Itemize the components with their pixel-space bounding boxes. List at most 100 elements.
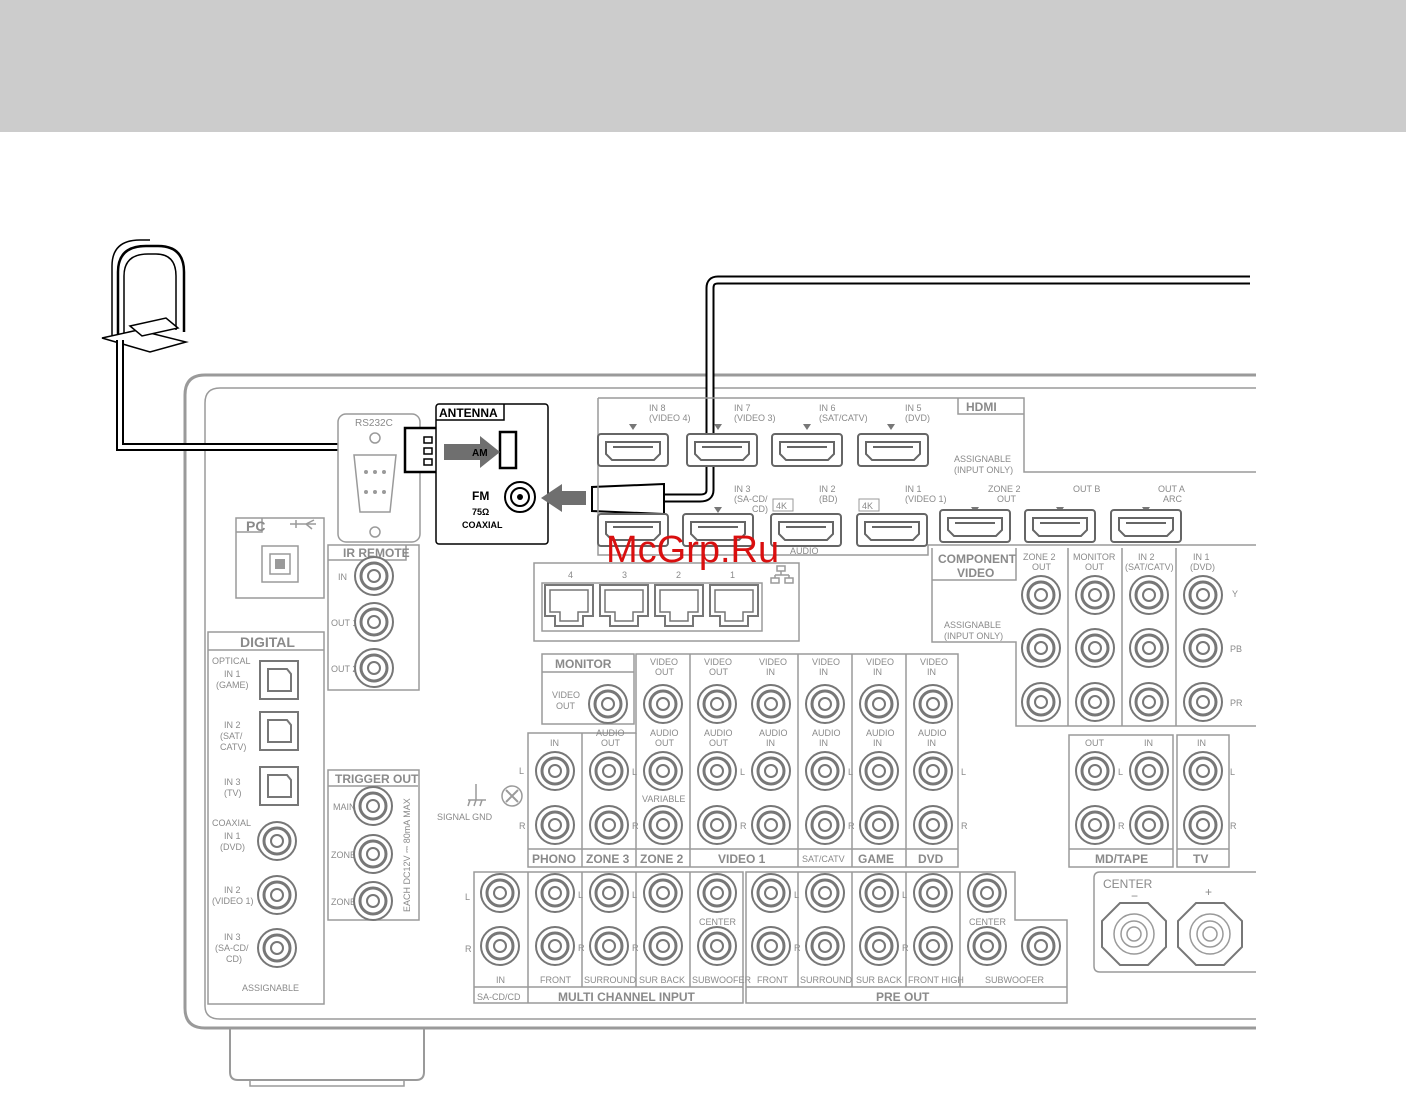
opt-in3-line1: IN 3 (224, 777, 241, 787)
comp-monitor-pb (1074, 627, 1116, 669)
comp-zone2out-line1: ZONE 2 (1023, 552, 1056, 562)
mci-front-r: R (578, 943, 585, 953)
lan-port-4 (544, 584, 594, 627)
hdmi-assignable-line1: ASSIGNABLE (954, 454, 1011, 464)
hdmi-in2-line1: IN 2 (819, 484, 836, 494)
mci-surround-l: L (632, 890, 637, 900)
video1-aout-line1: AUDIO (704, 728, 733, 738)
hdmi-in3-line3: CD) (752, 504, 768, 514)
speaker-terminal-section: CENTER − + (1093, 871, 1256, 973)
phono-l-jack (534, 750, 576, 792)
hdmi-in8-line1: IN 8 (649, 403, 666, 413)
video1-video-out-jack (696, 683, 738, 725)
hdmi-zone2out-line2: OUT (997, 494, 1017, 504)
preout-surback-r: R (902, 943, 909, 953)
preout-center-jack (966, 872, 1008, 914)
comp-pb-label: PB (1230, 644, 1242, 654)
preout-title: PRE OUT (876, 990, 930, 1004)
hdmi-outb-label: OUT B (1073, 484, 1100, 494)
game-ain-line2: IN (873, 738, 882, 748)
mdtape-out-l-jack (1074, 750, 1116, 792)
phono-in-label: IN (550, 738, 559, 748)
group-game: GAME (858, 852, 894, 866)
k4-badge-in2: 4K (776, 501, 787, 511)
hdmi-audio-label: AUDIO (790, 546, 819, 556)
ir-out2-jack (353, 647, 395, 689)
mdtape-in-l-jack (1128, 750, 1170, 792)
video1-vin-line2: IN (766, 667, 775, 677)
network-icon (770, 565, 794, 584)
hdmi-in7-port (686, 433, 758, 467)
antenna-title: ANTENNA (439, 406, 498, 420)
mci-in-label: IN (496, 975, 505, 985)
coax-in3-line2: (SA-CD/ (215, 943, 249, 953)
lan-port-4-label: 4 (568, 570, 573, 580)
video1-vout-line2: OUT (709, 667, 729, 677)
usb-icon (290, 519, 316, 530)
coaxial-label: COAXIAL (462, 520, 503, 530)
zone2-aout-line2: OUT (655, 738, 675, 748)
opt-in1-line2: (GAME) (216, 680, 249, 690)
lan-port-3-label: 3 (622, 570, 627, 580)
game-vin-line1: VIDEO (866, 657, 894, 667)
preout-fronthigh-r-jack (912, 925, 954, 967)
hdmi-in7-line1: IN 7 (734, 403, 751, 413)
monitor-vout-line1: VIDEO (552, 690, 580, 700)
mci-surround-label: SURROUND (584, 975, 637, 985)
dvd-ain-line1: AUDIO (918, 728, 947, 738)
coax-in3-line1: IN 3 (224, 932, 241, 942)
signal-gnd-label: SIGNAL GND (437, 812, 493, 822)
digital-title: DIGITAL (240, 634, 295, 650)
comp-zone2out-line2: OUT (1032, 562, 1052, 572)
dvd-l-jack (912, 750, 954, 792)
zone3-l-label: L (632, 767, 637, 777)
speaker-plus-label: + (1205, 885, 1212, 899)
opt-in1-line1: IN 1 (224, 669, 241, 679)
mci-sacd-r-jack (479, 925, 521, 967)
comp-zone2-pr (1020, 681, 1062, 723)
video1-r-label: R (740, 821, 747, 831)
mdtape-r-label: R (1118, 821, 1125, 831)
preout-front-l: L (794, 890, 799, 900)
opt-in2-line3: CATV) (220, 742, 246, 752)
tv-l-jack (1182, 750, 1224, 792)
mdtape-out-label: OUT (1085, 738, 1105, 748)
dvd-vin-line2: IN (927, 667, 936, 677)
coax-in1-line1: IN 1 (224, 831, 241, 841)
comp-in1-line2: (DVD) (1190, 562, 1215, 572)
hdmi-zone2-out-port (939, 509, 1011, 543)
optical-in3-port (259, 766, 299, 806)
monitor-vout-line2: OUT (556, 701, 576, 711)
game-video-in-jack (858, 683, 900, 725)
preout-front-r-jack (750, 925, 792, 967)
hdmi-in5-port (857, 433, 929, 467)
opt-in3-line2: (TV) (224, 788, 242, 798)
game-vin-line2: IN (873, 667, 882, 677)
ir-out2-label: OUT 2 (331, 664, 357, 674)
hdmi-in8-line2: (VIDEO 4) (649, 413, 691, 423)
ir-out1-label: OUT 1 (331, 618, 357, 628)
preout-subwoofer2-jack (1020, 925, 1062, 967)
pre-out-section: FRONT L R SURROUND SUR BACK L R FRONT HI… (745, 871, 1068, 1004)
coax-in2-jack (256, 874, 298, 916)
trigger-zone3-label: ZONE 3 (331, 897, 364, 907)
video1-video-in-jack (750, 683, 792, 725)
phono-r-jack (534, 804, 576, 846)
zone2-r-jack (642, 804, 684, 846)
comp-monitor-pr (1074, 681, 1116, 723)
zone3-r-jack (588, 804, 630, 846)
component-title-line1: COMPONENT (938, 552, 1017, 566)
mci-front-label: FRONT (540, 975, 571, 985)
coax-in2-line2: (VIDEO 1) (212, 896, 254, 906)
mci-sacd-l-jack (479, 872, 521, 914)
zone3-l-jack (588, 750, 630, 792)
header-band (0, 0, 1406, 132)
hdmi-section: HDMI IN 8 (VIDEO 4) IN 7 (VIDEO 3) IN 6 … (597, 397, 1256, 556)
phono-l-label: L (519, 766, 524, 776)
mci-subwoofer-jack (696, 925, 738, 967)
preout-subwoofer1-jack (966, 925, 1008, 967)
hdmi-in5-line2: (DVD) (905, 413, 930, 423)
video1-ain-l-jack (750, 750, 792, 792)
sat-ain-line2: IN (819, 738, 828, 748)
rs232c-label: RS232C (355, 418, 393, 429)
